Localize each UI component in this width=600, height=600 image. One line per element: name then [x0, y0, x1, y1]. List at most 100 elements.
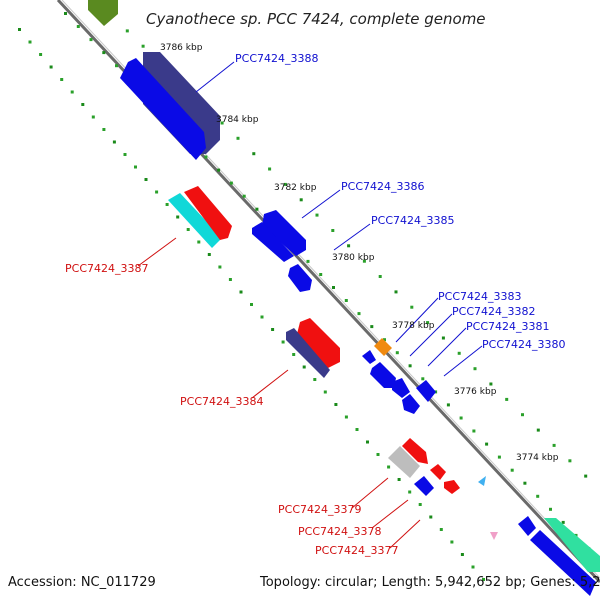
track-tick [505, 397, 509, 401]
gene-blue-small[interactable] [414, 476, 434, 496]
track-tick [112, 140, 116, 144]
track-tick [144, 178, 148, 181]
gene-pcc7424-3384-red[interactable] [296, 318, 340, 368]
scale-label: 3786 kbp [160, 43, 203, 53]
scale-labels: 3786 kbp 3784 kbp 3782 kbp 3780 kbp 3778… [160, 43, 559, 463]
gene-pcc7424-3383[interactable] [362, 350, 376, 364]
track-tick [186, 228, 190, 231]
track-tick [397, 478, 401, 481]
track-tick [123, 153, 127, 156]
track-tick [39, 53, 43, 56]
gene-label-3381[interactable]: PCC7424_3381 [466, 320, 549, 333]
track-tick [89, 38, 93, 42]
track-tick [459, 416, 463, 420]
track-tick [315, 213, 319, 217]
gene-label-3383[interactable]: PCC7424_3383 [438, 290, 521, 303]
gene-pcc7424-3380[interactable] [416, 380, 436, 402]
scale-label: 3784 kbp [216, 115, 259, 125]
gene-pcc7424-3382[interactable] [370, 362, 396, 388]
gene-pcc7424-3385b[interactable] [288, 264, 312, 292]
gene-bottom-blue-b[interactable] [530, 530, 596, 596]
gene-bottom-green[interactable] [544, 518, 600, 572]
gene-pcc7424-3377[interactable] [444, 480, 460, 494]
track-tick [217, 168, 221, 172]
track-tick [439, 528, 443, 531]
track-tick [485, 442, 489, 446]
track-tick [236, 136, 240, 140]
gene-pcc7424-3386[interactable] [262, 210, 306, 256]
track-tick [408, 364, 412, 368]
gene-pcc7424-3387-cyan[interactable] [168, 193, 222, 248]
track-tick [536, 428, 540, 432]
track-tick [450, 540, 454, 544]
track-tick [323, 390, 327, 394]
track-tick [64, 12, 67, 15]
track-tick [408, 490, 412, 494]
track-tick [473, 367, 477, 371]
track-tick [229, 181, 233, 185]
gene-pcc7424-3381b[interactable] [402, 394, 420, 414]
gene-pcc7424-3381[interactable] [392, 378, 410, 398]
track-tick [76, 25, 80, 28]
gene-label-3385[interactable]: PCC7424_3385 [371, 214, 454, 227]
gene-pcc7424-3384-navy[interactable] [286, 328, 330, 378]
gene-olive[interactable] [88, 0, 118, 26]
gene-bottom-blue-a[interactable] [518, 516, 536, 536]
gene-pcc7424-3388-blue[interactable] [120, 58, 206, 160]
label-leaders [137, 61, 483, 549]
track-tick [441, 336, 445, 340]
track-tick [584, 474, 588, 478]
gene-label-3384[interactable]: PCC7424_3384 [180, 395, 263, 408]
track-tick [281, 340, 285, 344]
gene-orange[interactable] [374, 338, 392, 356]
track-tick [561, 520, 565, 524]
gene-labels: PCC7424_3388 PCC7424_3386 PCC7424_3385 P… [65, 52, 565, 557]
track-tick [357, 312, 361, 316]
track-tick [549, 507, 552, 511]
gene-label-3377[interactable]: PCC7424_3377 [315, 544, 398, 557]
track-tick [418, 503, 422, 506]
track-tick [387, 465, 391, 469]
track-tick [482, 578, 485, 581]
track-tick [383, 338, 386, 342]
track-tick [355, 428, 359, 431]
track-tick [331, 229, 335, 232]
gene-label-3379[interactable]: PCC7424_3379 [278, 503, 361, 516]
track-tick [255, 207, 259, 211]
scale-label: 3782 kbp [274, 183, 317, 193]
gene-label-3388[interactable]: PCC7424_3388 [235, 52, 318, 65]
gene-label-3386[interactable]: PCC7424_3386 [341, 180, 424, 193]
gene-label-3380[interactable]: PCC7424_3380 [482, 338, 565, 351]
marker-pink [490, 532, 498, 540]
track-tick [60, 78, 64, 81]
scale-label: 3780 kbp [332, 253, 375, 263]
genes [88, 0, 600, 596]
track-tick [102, 51, 106, 55]
track-tick [446, 403, 450, 407]
track-tick [252, 152, 256, 156]
track-tick [366, 440, 369, 444]
track-tick [102, 128, 106, 131]
track-tick [228, 278, 232, 281]
gene-label-3382[interactable]: PCC7424_3382 [452, 305, 535, 318]
track-tick [395, 351, 399, 355]
track-tick [197, 240, 201, 244]
track-tick [220, 121, 224, 125]
gene-label-3378[interactable]: PCC7424_3378 [298, 525, 381, 538]
gene-pcc7424-3378[interactable] [430, 464, 446, 480]
track-tick [429, 515, 433, 519]
gene-label-3387[interactable]: PCC7424_3387 [65, 262, 148, 275]
track-tick [552, 443, 556, 447]
gene-pcc7424-3385[interactable] [252, 222, 294, 262]
track-tick [313, 378, 317, 381]
track-tick [421, 377, 425, 381]
track-tick [204, 155, 208, 159]
gene-pcc7424-3387-red[interactable] [184, 186, 232, 240]
track-tick [155, 190, 159, 194]
track-tick [165, 203, 169, 206]
gene-red-a[interactable] [402, 438, 428, 464]
gene-pcc7424-3379[interactable] [388, 446, 420, 478]
track-tick [18, 28, 21, 31]
track-tick [115, 64, 118, 68]
